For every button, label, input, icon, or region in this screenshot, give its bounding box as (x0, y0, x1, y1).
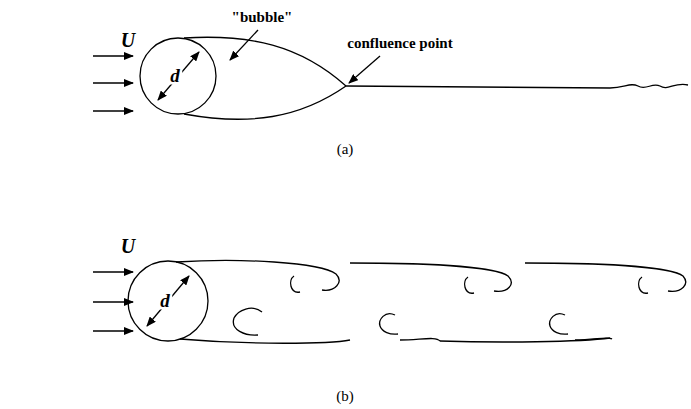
velocity-symbol: U (121, 29, 135, 52)
diameter-symbol: d (158, 291, 172, 310)
point-label: confluence point (347, 35, 452, 52)
diameter-symbol: d (168, 66, 182, 85)
region-label: "bubble" (232, 9, 293, 26)
velocity-symbol: U (121, 235, 135, 258)
panel-label: (a) (337, 141, 354, 158)
panel-label: (b) (336, 388, 354, 405)
